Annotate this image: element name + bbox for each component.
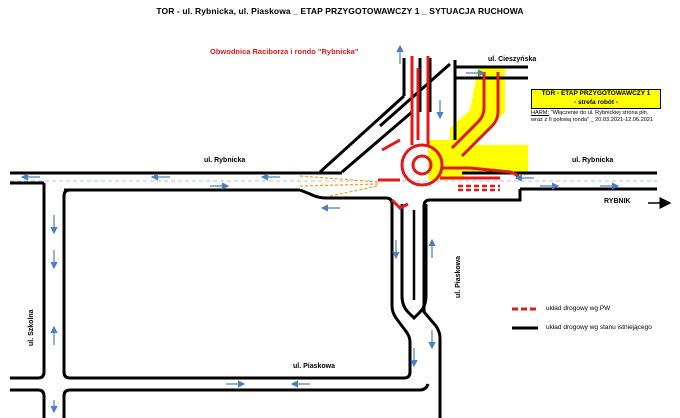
page-title: TOR - ul. Rybnicka, ul. Piaskowa _ ETAP …	[156, 6, 524, 16]
detour-lines	[299, 175, 379, 197]
schedule-note-text1: "Włączenie do ul. Rybnickiej strona płn.	[549, 110, 649, 116]
road-bypass-existing	[318, 58, 528, 174]
street-label-piaskowa-bottom: ul. Piaskowa	[293, 363, 336, 370]
road-piaskowa-bottom	[10, 189, 522, 418]
street-label-rybnicka-left: ul. Rybnicka	[204, 157, 246, 164]
schedule-note-text2: wraz z II połową ronda" _ 20.03.2021-12.…	[531, 117, 654, 123]
planned-dashed-segments	[458, 184, 500, 192]
bypass-label: Obwodnica Raciborza i rondo "Rybnicka"	[210, 47, 359, 56]
work-zone-subtitle: - strefa robót -	[573, 98, 619, 106]
traffic-arrows	[20, 44, 620, 414]
work-zone-label: TOR - ETAP PRZYGOTOWAWCZY 1 - strefa rob…	[531, 89, 661, 109]
street-label-szkolna: ul. Szkolna	[28, 309, 35, 346]
road-block-left	[10, 183, 412, 380]
direction-label-rybnik: RYBNIK	[604, 198, 631, 205]
road-rybnicka	[10, 171, 657, 192]
piaskowa-island	[400, 204, 428, 321]
work-zone-title: TOR - ETAP PRZYGOTOWAWCZY 1	[541, 90, 651, 97]
schedule-note-label: HARM:	[531, 110, 550, 116]
legend-existing-label: układ drogowy wg stanu istniejącego	[546, 324, 652, 331]
street-label-rybnicka-right: ul. Rybnicka	[572, 157, 614, 164]
legend-planned-label: układ drogowy wg PW	[546, 305, 611, 312]
schedule-note: HARM: "Włączenie do ul. Rybnickiej stron…	[531, 110, 669, 124]
street-label-cieszynska: ul. Cieszyńska	[488, 56, 537, 63]
street-label-piaskowa-vertical: ul. Piaskowa	[455, 255, 462, 298]
work-zone-area	[428, 68, 528, 180]
